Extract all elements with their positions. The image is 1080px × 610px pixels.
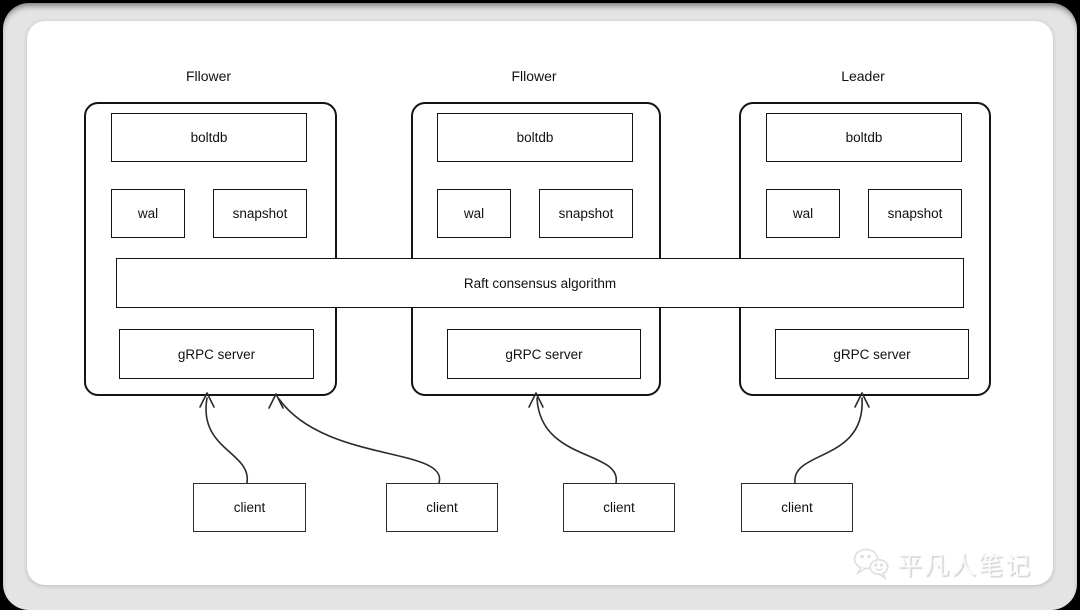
grpc-server-box: gRPC server: [119, 329, 314, 379]
client-box-3: client: [563, 483, 675, 532]
raft-consensus-bar: Raft consensus algorithm: [116, 258, 964, 308]
node-role-label-follower-2: Fllower: [511, 68, 557, 84]
watermark-text: 平凡人笔记: [897, 552, 1033, 580]
snapshot-box: snapshot: [868, 189, 962, 238]
grpc-server-box: gRPC server: [775, 329, 969, 379]
client-box-4: client: [741, 483, 853, 532]
client-box-1: client: [193, 483, 306, 532]
client-box-2: client: [386, 483, 498, 532]
boltdb-box: boltdb: [766, 113, 962, 162]
snapshot-box: snapshot: [539, 189, 633, 238]
grpc-server-box: gRPC server: [447, 329, 641, 379]
wal-box: wal: [766, 189, 840, 238]
boltdb-box: boltdb: [437, 113, 633, 162]
wal-box: wal: [437, 189, 511, 238]
node-role-label-leader: Leader: [841, 68, 885, 84]
wal-box: wal: [111, 189, 185, 238]
boltdb-box: boltdb: [111, 113, 307, 162]
wechat-icon: [853, 548, 889, 581]
watermark: 平凡人笔记: [852, 546, 1032, 582]
node-role-label-follower-1: Fllower: [185, 68, 232, 84]
snapshot-box: snapshot: [213, 189, 307, 238]
